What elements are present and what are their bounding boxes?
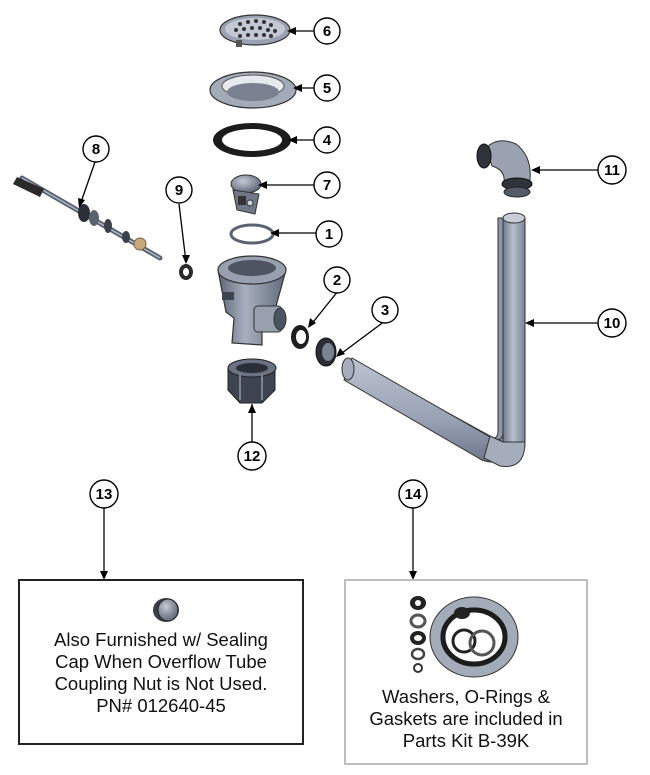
callout-9: 9 bbox=[165, 176, 193, 204]
callout-13: 13 bbox=[89, 479, 119, 509]
callout-10: 10 bbox=[597, 308, 627, 338]
sealing-cap-icon bbox=[153, 598, 179, 622]
drain-body-part bbox=[217, 255, 287, 346]
overflow-nut-part bbox=[315, 337, 337, 367]
svg-text:5: 5 bbox=[323, 80, 331, 97]
note14-line-1: Washers, O-Rings & bbox=[382, 686, 550, 707]
strainer-part bbox=[219, 14, 291, 47]
stopper-part bbox=[230, 174, 262, 215]
note14-line-3: Parts Kit B-39K bbox=[402, 730, 530, 751]
parts-kit-note-text: Washers, O-Rings & Gaskets are included … bbox=[346, 686, 586, 752]
note13-line-1: Also Furnished w/ Sealing bbox=[54, 629, 268, 650]
sealing-cap-note-text: Also Furnished w/ Sealing Cap When Overf… bbox=[20, 629, 302, 717]
callout-11: 11 bbox=[597, 155, 627, 185]
svg-text:4: 4 bbox=[323, 132, 332, 149]
svg-text:1: 1 bbox=[325, 226, 333, 243]
o-ring-part bbox=[229, 223, 275, 245]
callout-6: 6 bbox=[313, 17, 341, 45]
svg-text:14: 14 bbox=[405, 486, 422, 503]
note13-line-4: PN# 012640-45 bbox=[96, 695, 226, 716]
sealing-cap-note-box: Also Furnished w/ Sealing Cap When Overf… bbox=[18, 579, 304, 745]
flange-part bbox=[209, 71, 297, 109]
svg-text:2: 2 bbox=[333, 272, 341, 289]
lever-rod-part bbox=[13, 175, 163, 261]
note13-line-2: Cap When Overflow Tube bbox=[55, 651, 267, 672]
callout-14: 14 bbox=[398, 479, 428, 509]
callout-2: 2 bbox=[323, 266, 351, 294]
coupling-nut-part bbox=[227, 358, 277, 404]
svg-text:10: 10 bbox=[604, 315, 621, 332]
gasket-part bbox=[213, 123, 291, 157]
svg-text:11: 11 bbox=[604, 162, 620, 179]
callout-8: 8 bbox=[82, 135, 110, 163]
callout-1: 1 bbox=[315, 220, 343, 248]
leader-arrowheads bbox=[78, 27, 540, 580]
note14-line-2: Gaskets are included in bbox=[369, 708, 563, 729]
note13-line-3: Coupling Nut is Not Used. bbox=[54, 673, 268, 694]
callout-4: 4 bbox=[313, 126, 341, 154]
washer-part bbox=[291, 325, 309, 349]
callout-12: 12 bbox=[237, 441, 267, 471]
overflow-tube-part bbox=[341, 212, 526, 467]
svg-text:3: 3 bbox=[381, 302, 389, 319]
parts-kit-note-box: Washers, O-Rings & Gaskets are included … bbox=[344, 579, 588, 765]
svg-text:13: 13 bbox=[96, 486, 113, 503]
elbow-part bbox=[476, 140, 533, 198]
svg-text:8: 8 bbox=[92, 141, 100, 158]
svg-text:9: 9 bbox=[175, 182, 183, 199]
svg-text:12: 12 bbox=[244, 448, 261, 465]
callout-3: 3 bbox=[371, 296, 399, 324]
callout-5: 5 bbox=[313, 74, 341, 102]
callout-7: 7 bbox=[313, 171, 341, 199]
svg-text:7: 7 bbox=[323, 177, 331, 194]
small-washer-part bbox=[179, 264, 193, 280]
svg-text:6: 6 bbox=[323, 23, 331, 40]
parts-kit-icon bbox=[409, 596, 519, 678]
